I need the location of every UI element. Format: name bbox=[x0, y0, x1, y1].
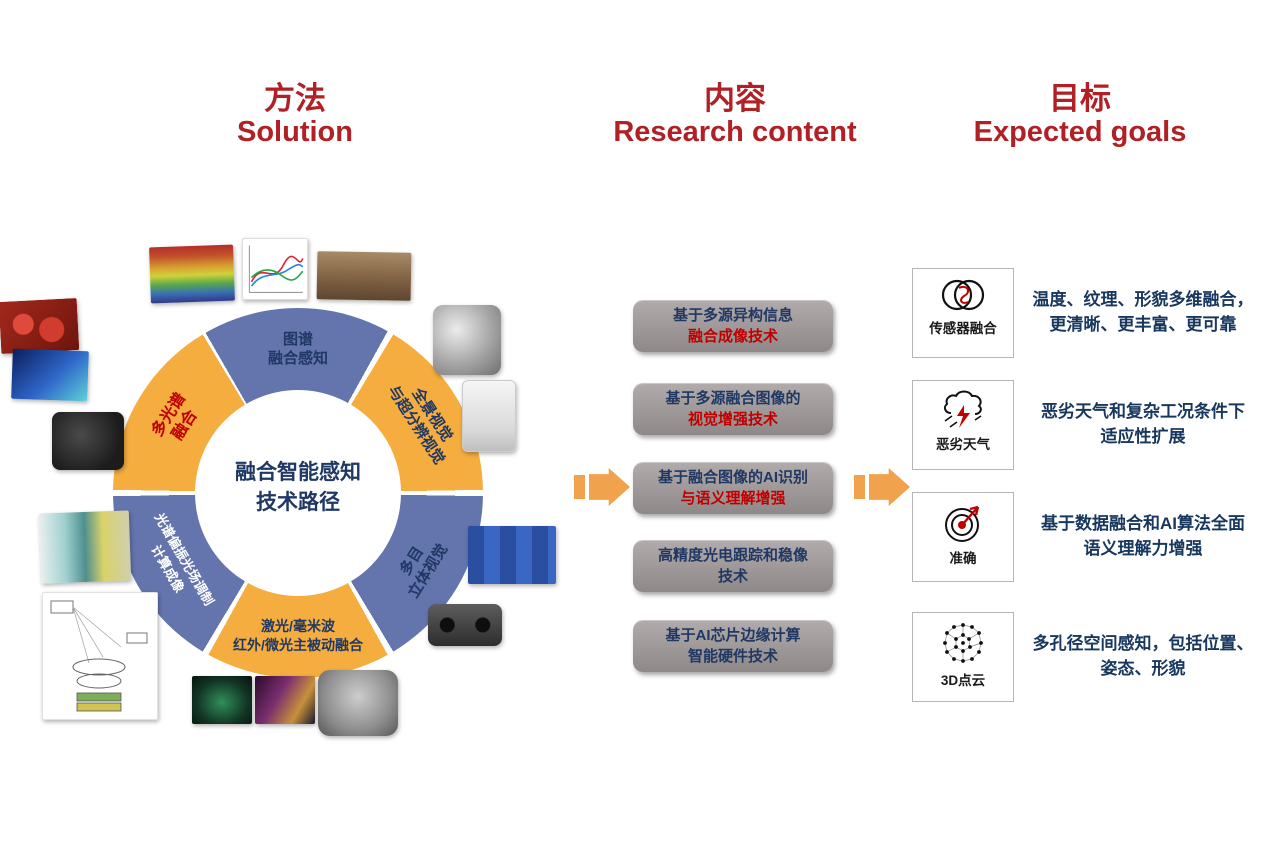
header-solution-zh: 方法 bbox=[264, 81, 326, 116]
goal-desc-line2: 姿态、形貌 bbox=[1100, 659, 1186, 678]
goal-desc-line2: 适应性扩展 bbox=[1100, 427, 1186, 446]
research-box-4-line2: 智能硬件技术 bbox=[687, 648, 778, 665]
header-research-content: 内容 Research content bbox=[575, 82, 895, 149]
goal-desc-3d-point-cloud: 多孔径空间感知，包括位置、 姿态、形貌 bbox=[1025, 631, 1261, 681]
goal-desc-accuracy: 基于数据融合和AI算法全面 语义理解力增强 bbox=[1025, 511, 1261, 561]
goal-desc-line1: 温度、纹理、形貌多维融合， bbox=[1032, 290, 1254, 309]
header-solution-en: Solution bbox=[237, 116, 353, 148]
goal-box-3d-point-cloud: 3D点云 bbox=[912, 612, 1014, 702]
header-research-content-en: Research content bbox=[613, 116, 857, 148]
black-camera-image bbox=[52, 412, 124, 470]
goal-box-label: 准确 bbox=[949, 551, 977, 566]
segment-3-line1: 激光/毫米波 bbox=[261, 618, 335, 634]
arrow-tail bbox=[854, 475, 865, 499]
arrow-tail bbox=[574, 475, 585, 499]
segment-0-line1: 图谱 bbox=[282, 331, 314, 348]
research-box-ai-recognition: 基于融合图像的AI识别 与语义理解增强 bbox=[633, 462, 833, 514]
research-box-fusion-imaging: 基于多源异构信息 融合成像技术 bbox=[633, 300, 833, 352]
goal-desc-line2: 更清晰、更丰富、更可靠 bbox=[1049, 315, 1237, 334]
solution-donut-ring bbox=[113, 308, 483, 678]
research-box-edge-ai-hardware: 基于AI芯片边缘计算 智能硬件技术 bbox=[633, 620, 833, 672]
donut-center-title: 融合智能感知 技术路径 bbox=[193, 458, 403, 518]
target-accuracy-icon bbox=[945, 505, 980, 542]
storm-weather-icon bbox=[943, 390, 982, 428]
goal-desc-sensor-fusion: 温度、纹理、形貌多维融合， 更清晰、更丰富、更可靠 bbox=[1025, 287, 1261, 337]
gimbal-camera-image bbox=[318, 670, 398, 736]
segment-0-line2: 融合感知 bbox=[267, 350, 329, 367]
header-solution: 方法 Solution bbox=[165, 82, 425, 149]
goal-box-label: 恶劣天气 bbox=[936, 437, 990, 452]
research-box-1-line2: 视觉增强技术 bbox=[687, 411, 778, 428]
goal-desc-line1: 恶劣天气和复杂工况条件下 bbox=[1041, 402, 1245, 421]
venn-fusion-icon bbox=[941, 279, 985, 311]
goal-box-label: 传感器融合 bbox=[929, 321, 997, 336]
research-box-0-line1: 基于多源异构信息 bbox=[672, 307, 793, 324]
header-research-content-zh: 内容 bbox=[704, 81, 766, 116]
goal-box-bad-weather: 恶劣天气 bbox=[912, 380, 1014, 470]
research-box-2-line1: 基于融合图像的AI识别 bbox=[657, 469, 808, 486]
goal-box-sensor-fusion: 传感器融合 bbox=[912, 268, 1014, 358]
spectra-chart-image bbox=[242, 238, 308, 300]
research-box-0-line2: 融合成像技术 bbox=[687, 328, 778, 345]
header-expected-goals: 目标 Expected goals bbox=[940, 82, 1220, 149]
research-box-2-line2: 与语义理解增强 bbox=[680, 490, 786, 507]
arrow-head bbox=[869, 468, 910, 506]
research-box-1-line1: 基于多源融合图像的 bbox=[665, 390, 801, 407]
header-expected-goals-en: Expected goals bbox=[973, 116, 1187, 148]
goal-box-accuracy: 准确 bbox=[912, 492, 1014, 582]
research-box-3-line1: 高精度光电跟踪和稳像 bbox=[657, 547, 808, 564]
hyperspectral-fruit-cube-image bbox=[149, 244, 235, 304]
research-box-tracking-stabilization: 高精度光电跟踪和稳像 技术 bbox=[633, 540, 833, 592]
optical-schematic-image bbox=[42, 592, 158, 720]
ship-infrared-image bbox=[192, 676, 252, 724]
goal-desc-bad-weather: 恶劣天气和复杂工况条件下 适应性扩展 bbox=[1025, 399, 1261, 449]
research-box-4-line1: 基于AI芯片边缘计算 bbox=[665, 627, 801, 644]
lens-assembly-image bbox=[38, 510, 132, 584]
arrow-content-to-goals-icon bbox=[854, 468, 910, 506]
stereo-camera-image bbox=[428, 604, 502, 646]
segment-label-laser-mmwave-fusion: 激光/毫米波 红外/微光主被动融合 bbox=[233, 617, 363, 655]
research-box-3-line2: 技术 bbox=[717, 568, 748, 585]
point-cloud-icon bbox=[943, 623, 983, 663]
header-expected-goals-zh: 目标 bbox=[1049, 81, 1111, 116]
segment-3-line2: 红外/微光主被动融合 bbox=[233, 637, 363, 653]
arrow-solution-to-content-icon bbox=[574, 468, 630, 506]
arrow-head bbox=[589, 468, 630, 506]
segment-label-atlas-fusion: 图谱 融合感知 bbox=[268, 330, 328, 368]
goal-box-label: 3D点云 bbox=[940, 673, 986, 688]
panoramic-camera-image bbox=[433, 305, 501, 375]
goal-desc-line2: 语义理解力增强 bbox=[1083, 539, 1203, 558]
fruit-photo-image bbox=[0, 297, 80, 355]
pipeline-site-image bbox=[316, 251, 412, 301]
donut-center-line2: 技术路径 bbox=[256, 491, 340, 514]
donut-hole bbox=[195, 390, 401, 596]
goal-desc-line1: 基于数据融合和AI算法全面 bbox=[1041, 514, 1245, 533]
blue-blocks-depth-image bbox=[468, 526, 556, 584]
goal-desc-line1: 多孔径空间感知，包括位置、 bbox=[1032, 634, 1254, 653]
night-fusion-image bbox=[255, 676, 315, 724]
donut-center-line1: 融合智能感知 bbox=[235, 461, 361, 484]
research-box-visual-enhancement: 基于多源融合图像的 视觉增强技术 bbox=[633, 383, 833, 435]
thermal-scene-image bbox=[11, 348, 89, 402]
white-camera-image bbox=[462, 380, 516, 452]
